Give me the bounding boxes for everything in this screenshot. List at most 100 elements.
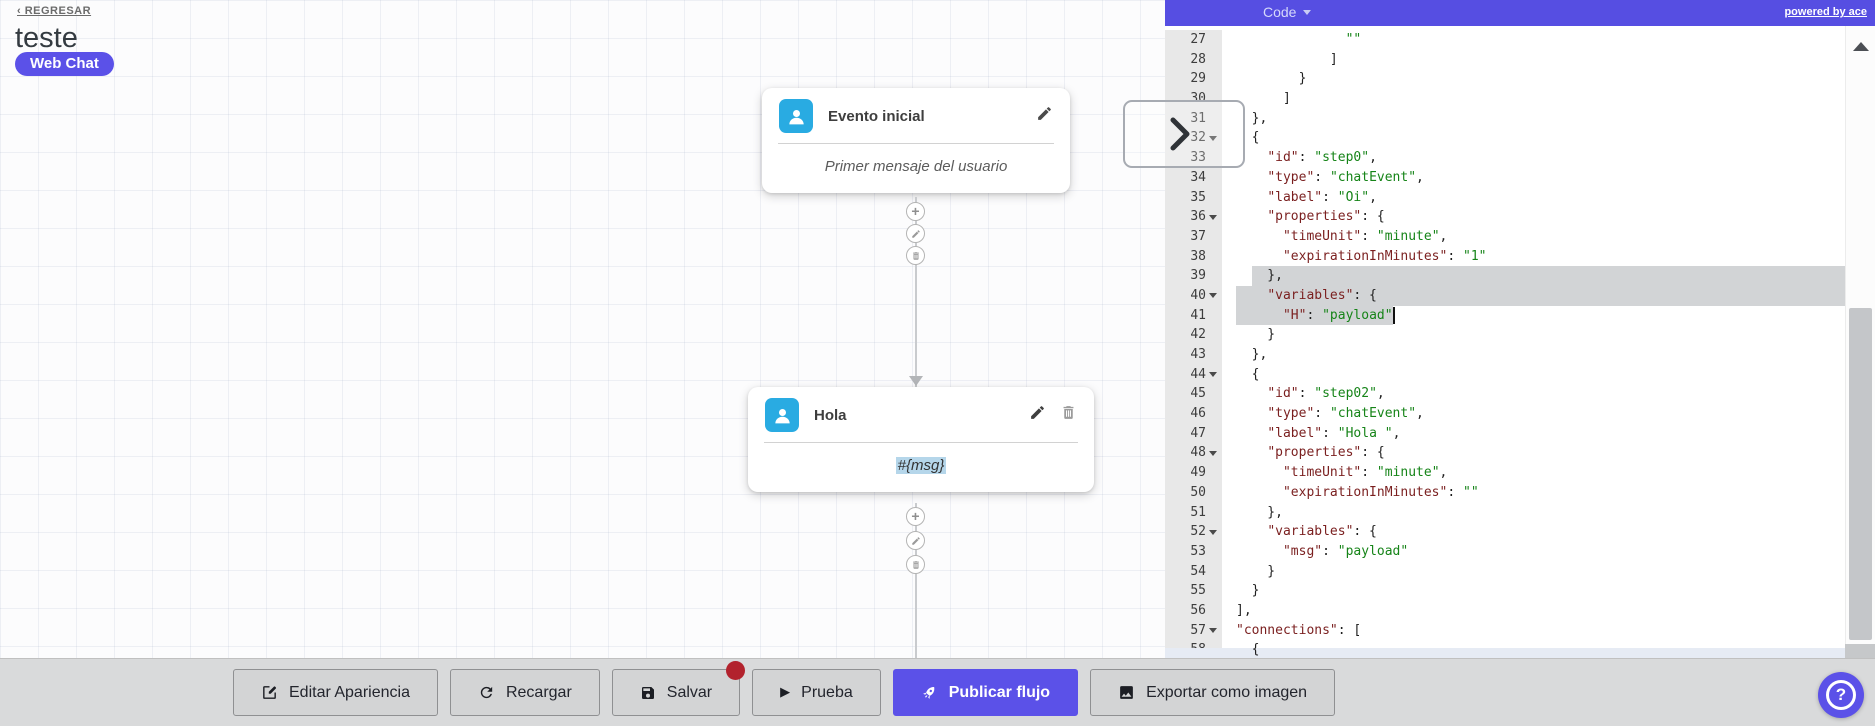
code-line-44[interactable]: 44 { xyxy=(1165,364,1845,385)
gutter-cell: 38 xyxy=(1165,246,1222,267)
code-line-33[interactable]: 33 "id": "step0", xyxy=(1165,148,1845,168)
code-line-42[interactable]: 42 } xyxy=(1165,325,1845,345)
code-line-36[interactable]: 36 "properties": { xyxy=(1165,207,1845,227)
delete-connector-button[interactable] xyxy=(906,555,925,574)
line-number: 27 xyxy=(1190,32,1206,47)
line-number: 43 xyxy=(1190,347,1206,362)
line-number: 29 xyxy=(1190,71,1206,87)
line-number: 33 xyxy=(1190,150,1206,166)
gutter-cell: 57 xyxy=(1165,620,1222,641)
add-step-connector-button[interactable]: + xyxy=(906,202,925,221)
code-line-28[interactable]: 28 ] xyxy=(1165,49,1845,70)
gutter-cell: 51 xyxy=(1165,502,1222,523)
edit-connector-button[interactable] xyxy=(906,224,925,243)
horizontal-scrollbar[interactable] xyxy=(1165,648,1845,658)
delete-connector-button[interactable] xyxy=(906,246,925,265)
code-line-56[interactable]: 56], xyxy=(1165,600,1845,621)
code-line-41[interactable]: 41 "H": "payload" xyxy=(1165,305,1845,326)
flow-title: teste xyxy=(15,22,78,54)
code-line-47[interactable]: 47 "label": "Hola ", xyxy=(1165,423,1845,444)
code-line-37[interactable]: 37 "timeUnit": "minute", xyxy=(1165,226,1845,247)
code-line-49[interactable]: 49 "timeUnit": "minute", xyxy=(1165,463,1845,483)
node-title: Hola xyxy=(814,406,847,424)
image-icon xyxy=(1120,686,1133,699)
edit-connector-button[interactable] xyxy=(906,531,925,550)
fold-toggle-icon[interactable] xyxy=(1206,628,1220,633)
line-number: 48 xyxy=(1190,445,1206,461)
play-icon: ▶ xyxy=(780,685,791,700)
code-line-40[interactable]: 40 "variables": { xyxy=(1165,285,1845,306)
code-line-29[interactable]: 29 } xyxy=(1165,69,1845,90)
chat-user-icon xyxy=(779,99,813,133)
powered-by-ace-link[interactable]: powered by ace xyxy=(1784,6,1867,18)
flow-canvas[interactable]: ‹ REGRESAR teste Web Chat Evento inicial… xyxy=(0,0,1165,658)
code-line-text: "connections": [ xyxy=(1236,622,1362,638)
delete-node-icon[interactable] xyxy=(1060,404,1077,426)
rocket-icon xyxy=(922,686,935,700)
fold-toggle-icon[interactable] xyxy=(1206,530,1220,535)
code-line-46[interactable]: 46 "type": "chatEvent", xyxy=(1165,404,1845,424)
code-line-27[interactable]: 27 "" xyxy=(1165,30,1845,50)
node-hola[interactable]: Hola #{msg} xyxy=(748,387,1094,492)
code-line-30[interactable]: 30 ] xyxy=(1165,89,1845,109)
code-line-35[interactable]: 35 "label": "Oi", xyxy=(1165,187,1845,208)
code-line-54[interactable]: 54 } xyxy=(1165,561,1845,582)
chevron-down-icon xyxy=(1303,9,1312,15)
line-number: 55 xyxy=(1190,583,1206,599)
connector-line xyxy=(915,503,917,658)
code-line-text: "expirationInMinutes": "" xyxy=(1282,484,1479,500)
code-line-51[interactable]: 51 }, xyxy=(1165,502,1845,523)
code-line-45[interactable]: 45 "id": "step02", xyxy=(1165,384,1845,405)
line-number: 50 xyxy=(1190,484,1206,500)
code-line-text: "msg": "payload" xyxy=(1282,543,1409,559)
code-panel-collapse-handle[interactable] xyxy=(1123,100,1245,168)
edit-node-icon[interactable] xyxy=(1029,404,1046,426)
code-line-57[interactable]: 57 "connections": [ xyxy=(1165,620,1845,641)
recargar-button[interactable]: Recargar xyxy=(449,669,600,716)
code-line-38[interactable]: 38 "expirationInMinutes": "1" xyxy=(1165,246,1845,267)
code-line-52[interactable]: 52 "variables": { xyxy=(1165,522,1845,542)
code-line-text: "label": "Hola ", xyxy=(1267,425,1401,441)
code-line-34[interactable]: 34 "type": "chatEvent", xyxy=(1165,167,1845,188)
vertical-scrollbar-thumb[interactable] xyxy=(1849,308,1872,640)
code-line-text: "timeUnit": "minute", xyxy=(1282,465,1448,481)
exportar-como-imagen-button[interactable]: Exportar como imagen xyxy=(1090,669,1336,716)
gutter-cell: 30 xyxy=(1165,89,1222,109)
code-line-50[interactable]: 50 "expirationInMinutes": "" xyxy=(1165,482,1845,503)
code-line-text: "label": "Oi", xyxy=(1267,189,1377,205)
gutter-cell: 46 xyxy=(1165,404,1222,424)
code-line-text: ], xyxy=(1236,602,1252,618)
node-body-text: #{msg} xyxy=(895,457,947,474)
salvar-button[interactable]: Salvar xyxy=(611,661,746,716)
code-line-48[interactable]: 48 "properties": { xyxy=(1165,443,1845,464)
code-line-39[interactable]: 39 }, xyxy=(1165,266,1845,286)
scroll-up-arrow-icon[interactable] xyxy=(1853,42,1869,51)
prueba-button[interactable]: ▶ Prueba xyxy=(752,669,881,716)
code-line-text: "variables": { xyxy=(1222,285,1845,306)
add-step-connector-button[interactable]: + xyxy=(906,507,925,526)
fold-toggle-icon[interactable] xyxy=(1206,215,1220,220)
code-line-32[interactable]: 32 { xyxy=(1165,128,1845,149)
code-line-text: } xyxy=(1236,327,1276,343)
code-line-text: }, xyxy=(1236,110,1268,126)
line-number: 56 xyxy=(1190,602,1206,618)
code-view-dropdown[interactable]: Code xyxy=(1263,4,1312,20)
code-editor[interactable]: 27 ""28 ]29 }30 ]31 },32 {33 "id": "step… xyxy=(1165,26,1875,658)
code-line-43[interactable]: 43 }, xyxy=(1165,345,1845,365)
edit-node-icon[interactable] xyxy=(1036,105,1053,127)
connector-line xyxy=(915,197,917,387)
help-button[interactable]: ? xyxy=(1818,672,1864,718)
code-line-31[interactable]: 31 }, xyxy=(1165,108,1845,129)
code-line-55[interactable]: 55 } xyxy=(1165,581,1845,601)
fold-toggle-icon[interactable] xyxy=(1206,372,1220,377)
publicar-flujo-button[interactable]: Publicar flujo xyxy=(892,669,1079,716)
code-line-53[interactable]: 53 "msg": "payload" xyxy=(1165,541,1845,562)
fold-toggle-icon[interactable] xyxy=(1206,451,1220,456)
back-link[interactable]: ‹ REGRESAR xyxy=(17,5,92,17)
code-line-text: "properties": { xyxy=(1267,209,1385,225)
editar-apariencia-button[interactable]: Editar Apariencia xyxy=(233,669,438,716)
fold-toggle-icon[interactable] xyxy=(1206,293,1220,298)
node-evento-inicial[interactable]: Evento inicial Primer mensaje del usuari… xyxy=(762,88,1070,193)
vertical-scrollbar[interactable] xyxy=(1845,26,1875,644)
code-panel: Code powered by ace 27 ""28 ]29 }30 ]31 … xyxy=(1165,0,1875,658)
